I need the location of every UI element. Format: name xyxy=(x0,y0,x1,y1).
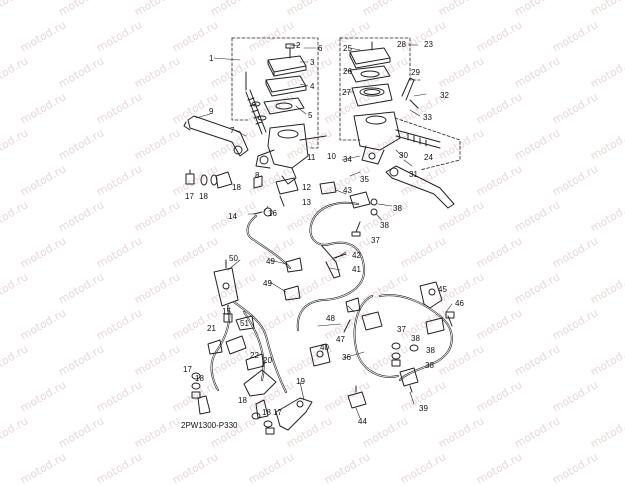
callout-number-49: 49 xyxy=(263,279,272,288)
callout-number-38: 38 xyxy=(425,361,434,370)
exploded-view-drawing xyxy=(183,37,461,435)
callout-number-22: 22 xyxy=(250,351,259,360)
callout-number-25: 25 xyxy=(343,44,352,53)
callout-number-48: 48 xyxy=(326,314,335,323)
front-brake-lever xyxy=(183,115,249,157)
callout-number-14: 14 xyxy=(228,212,237,221)
reservoir-cap-left xyxy=(267,43,307,77)
callout-number-30: 30 xyxy=(399,151,408,160)
callout-number-3: 3 xyxy=(310,58,315,67)
piston-kit-left xyxy=(245,71,267,135)
callout-number-8: 8 xyxy=(255,171,260,180)
callout-number-1: 1 xyxy=(209,54,214,63)
clutch-master-cylinder xyxy=(353,77,441,165)
hose-clamps xyxy=(283,257,303,301)
callout-number-47: 47 xyxy=(336,335,345,344)
callout-number-26: 26 xyxy=(343,67,352,76)
rear-brake-fittings xyxy=(309,281,455,409)
front-master-cylinder xyxy=(255,123,327,185)
callout-number-7: 7 xyxy=(230,126,235,135)
callout-number-46: 46 xyxy=(455,299,464,308)
lower-left-fittings xyxy=(191,313,313,435)
rear-brake-hoses xyxy=(353,294,453,381)
callout-number-18: 18 xyxy=(238,396,247,405)
callout-number-38: 38 xyxy=(426,346,435,355)
callout-number-45: 45 xyxy=(438,285,447,294)
callout-number-18: 18 xyxy=(199,192,208,201)
callout-number-9: 9 xyxy=(209,107,214,116)
reservoir-cap-right xyxy=(349,41,391,69)
callout-number-27: 27 xyxy=(342,88,351,97)
callout-number-11: 11 xyxy=(307,153,316,162)
callout-number-40: 40 xyxy=(320,343,329,352)
callout-number-49: 49 xyxy=(266,257,275,266)
clutch-cylinder-group-box xyxy=(339,37,461,171)
callout-number-51: 51 xyxy=(240,319,249,328)
callout-number-43: 43 xyxy=(343,186,352,195)
clutch-hose-fittings xyxy=(319,181,378,279)
callout-number-13: 13 xyxy=(302,198,311,207)
callout-number-38: 38 xyxy=(393,204,402,213)
callout-number-28: 28 xyxy=(397,40,406,49)
reservoir-diaphragm-left xyxy=(265,75,307,97)
callout-number-18: 18 xyxy=(232,183,241,192)
callout-number-31: 31 xyxy=(409,170,418,179)
callout-number-32: 32 xyxy=(440,91,449,100)
callout-number-39: 39 xyxy=(419,404,428,413)
reservoir-body-right xyxy=(351,83,393,107)
callout-number-6: 6 xyxy=(318,44,323,53)
clutch-lever xyxy=(385,165,455,209)
callout-number-41: 41 xyxy=(352,265,361,274)
callout-number-38: 38 xyxy=(411,334,420,343)
callout-number-33: 33 xyxy=(423,113,432,122)
callout-number-18: 18 xyxy=(262,408,271,417)
callout-number-38: 38 xyxy=(380,221,389,230)
callout-number-10: 10 xyxy=(327,152,336,161)
callout-number-37: 37 xyxy=(397,325,406,334)
reservoir-diaphragm-right xyxy=(349,65,391,83)
reservoir-plate-left xyxy=(263,97,305,115)
callout-number-4: 4 xyxy=(310,82,315,91)
upper-banjo-fittings xyxy=(185,169,299,217)
callout-number-20: 20 xyxy=(263,356,272,365)
callout-number-2: 2 xyxy=(296,41,301,50)
callout-number-23: 23 xyxy=(424,40,433,49)
callout-number-34: 34 xyxy=(343,155,352,164)
callout-number-44: 44 xyxy=(358,417,367,426)
three-way-joint xyxy=(213,259,239,307)
callout-number-29: 29 xyxy=(411,68,420,77)
brake-hose-upper-inner xyxy=(247,215,291,269)
leader-lines xyxy=(195,44,453,419)
callout-number-21: 21 xyxy=(207,324,216,333)
callout-number-12: 12 xyxy=(302,183,311,192)
callout-number-17: 17 xyxy=(183,365,192,374)
callout-number-35: 35 xyxy=(360,175,369,184)
clutch-hose-inner xyxy=(297,202,365,331)
callout-number-36: 36 xyxy=(342,353,351,362)
callout-number-42: 42 xyxy=(352,251,361,260)
callout-number-19: 19 xyxy=(296,377,305,386)
callout-number-5: 5 xyxy=(308,111,313,120)
master-cylinder-group-box xyxy=(231,37,319,149)
callout-number-15: 15 xyxy=(222,307,231,316)
callout-number-17: 17 xyxy=(185,192,194,201)
drawing-code: 2PW1300-P330 xyxy=(181,421,238,430)
callout-number-17: 17 xyxy=(273,408,282,417)
callout-number-16: 16 xyxy=(268,209,277,218)
callout-number-37: 37 xyxy=(371,236,380,245)
callout-number-50: 50 xyxy=(229,254,238,263)
rear-brake-hoses-inner xyxy=(354,294,453,381)
callout-number-18: 18 xyxy=(195,374,204,383)
callout-number-24: 24 xyxy=(424,153,433,162)
